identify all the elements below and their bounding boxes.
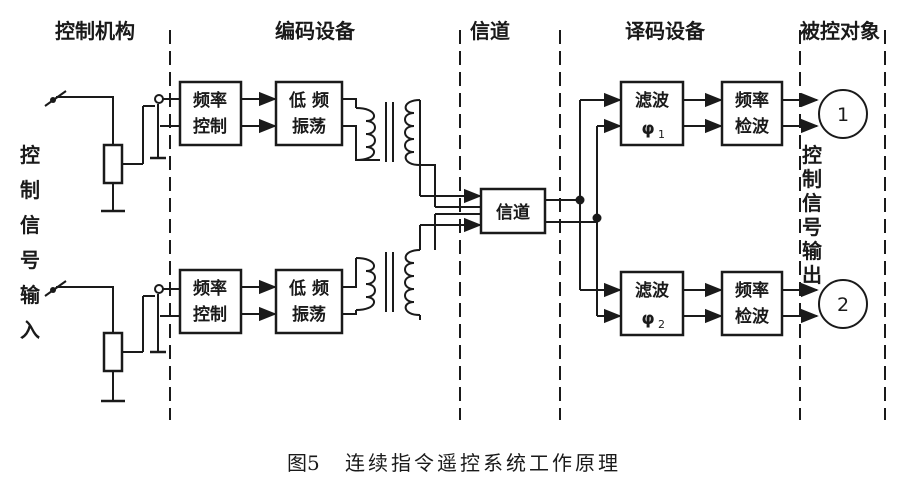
- transformer-secondary-top: [404, 99, 421, 166]
- input-label-char: 制: [20, 178, 40, 202]
- filter-symbol: φ: [641, 309, 654, 329]
- input-label-char: 信: [20, 213, 40, 237]
- output-label-char: 控: [802, 143, 822, 167]
- filter-symbol: φ: [641, 119, 654, 139]
- input-label-char: 号: [20, 248, 40, 272]
- header-target: 被控对象: [800, 19, 880, 43]
- detector-label: 频率: [735, 280, 769, 301]
- detector-label: 检波: [735, 116, 770, 137]
- oscillator-label: 低 频: [288, 278, 329, 299]
- decoder-bottom: 滤波 φ 2 频率 检波 2: [580, 270, 868, 337]
- freq-control-block-bottom: [178, 268, 243, 335]
- output-label-char: 信: [802, 191, 822, 215]
- detector-block-2: [720, 270, 784, 337]
- potentiometer-top: [102, 143, 124, 185]
- potentiometer-bottom: [102, 331, 124, 373]
- freq-control-label: 频率: [193, 278, 227, 299]
- channel-label: 信道: [496, 202, 530, 223]
- control-circuit-bottom: [44, 280, 180, 403]
- header-encode: 编码设备: [275, 19, 356, 43]
- encoder-bottom: 频率 控制 低 频 振荡: [178, 214, 436, 335]
- freq-control-label: 控制: [193, 304, 227, 325]
- input-label-char: 入: [20, 318, 40, 342]
- freq-control-label: 控制: [193, 116, 227, 137]
- output-number: 2: [837, 294, 849, 316]
- output-label-char: 输: [802, 239, 823, 263]
- detector-label: 检波: [735, 306, 770, 327]
- input-label-char: 输: [20, 283, 41, 307]
- output-label-char: 出: [802, 263, 822, 287]
- output-target-1: [818, 89, 868, 139]
- transformer-primary-top: [355, 107, 376, 161]
- filter-subscript: 2: [658, 318, 665, 331]
- header-channel: 信道: [470, 19, 510, 43]
- filter-subscript: 1: [658, 128, 665, 141]
- oscillator-label: 振荡: [292, 116, 326, 137]
- encoder-top: 频率 控制 低 频 振荡: [178, 80, 436, 207]
- filter-label: 滤波: [635, 90, 670, 111]
- figure-number: 图5: [287, 451, 320, 475]
- filter-block-2: [619, 270, 685, 337]
- header-control: 控制机构: [55, 19, 135, 43]
- output-label: 控 制 信 号 输 出: [802, 143, 823, 287]
- oscillator-block-bottom: [274, 268, 344, 335]
- detector-block-1: [720, 80, 784, 147]
- filter-label: 滤波: [635, 280, 670, 301]
- control-circuit-top: [44, 90, 180, 213]
- transformer-primary-bottom: [355, 257, 376, 311]
- channel-block: [479, 187, 547, 235]
- decoder-top: 滤波 φ 1 频率 检波 1: [580, 80, 868, 147]
- oscillator-label: 振荡: [292, 304, 326, 325]
- figure-caption: 连续指令遥控系统工作原理: [345, 451, 621, 475]
- oscillator-label: 低 频: [288, 90, 329, 111]
- output-target-2: [818, 279, 868, 329]
- header-decode: 译码设备: [625, 19, 706, 43]
- filter-block-1: [619, 80, 685, 147]
- input-label: 控 制 信 号 输 入: [20, 143, 41, 342]
- freq-control-label: 频率: [193, 90, 227, 111]
- input-label-char: 控: [20, 143, 40, 167]
- freq-control-block-top: [178, 80, 243, 147]
- output-label-char: 号: [802, 215, 822, 239]
- oscillator-block-top: [274, 80, 344, 147]
- output-number: 1: [837, 104, 849, 126]
- detector-label: 频率: [735, 90, 769, 111]
- transformer-secondary-bottom: [404, 249, 421, 316]
- output-label-char: 制: [802, 167, 822, 191]
